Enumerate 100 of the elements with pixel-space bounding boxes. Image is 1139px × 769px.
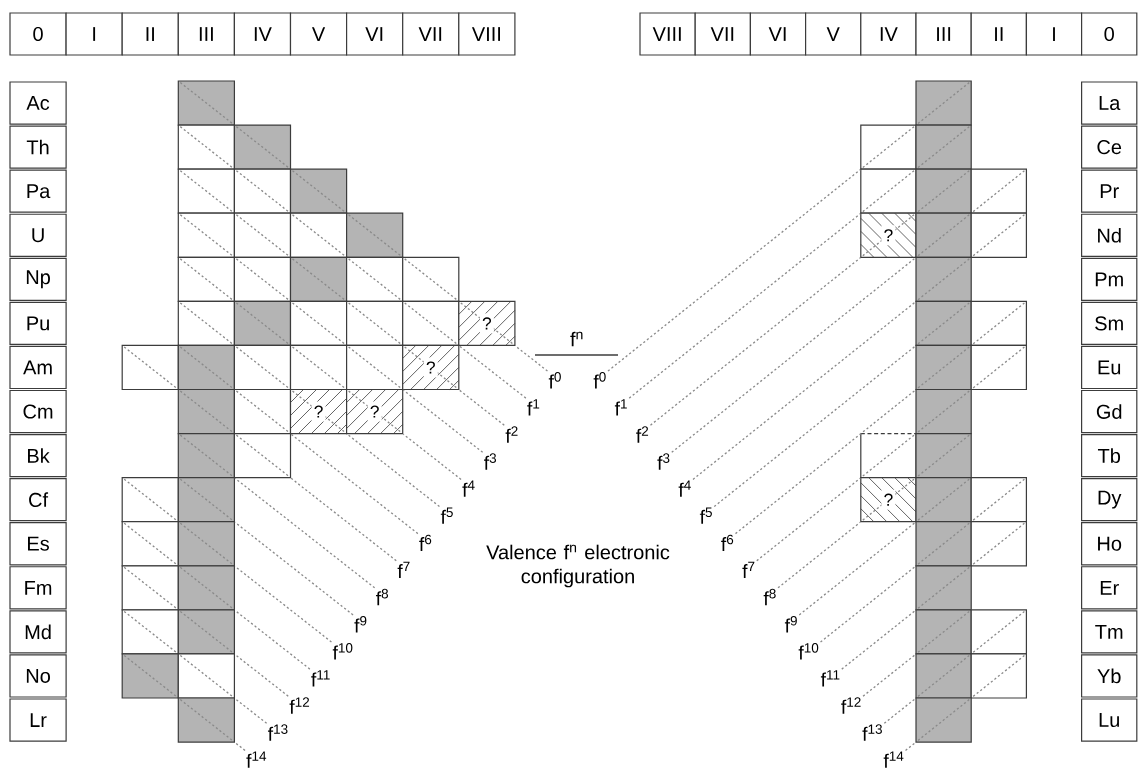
group-header: VIII [639,12,696,56]
dotted-guide-line [290,477,397,562]
shaded-cell [915,124,972,170]
group-header: IV [860,12,917,56]
configuration-label: f$^{6}$ [721,534,734,552]
group-header: III [915,12,972,56]
configuration-label: f$^{2}$ [636,426,649,443]
element-box: Fm [9,566,67,610]
shaded-cell [915,388,972,435]
configuration-label: f$^{11}$ [820,670,840,687]
node-label: ? [370,405,379,418]
shaded-cell [915,609,972,655]
element-box: Sm [1081,301,1138,346]
element-box: Ho [1081,522,1138,566]
shaded-cell [177,477,235,523]
dotted-guide-line [671,257,917,453]
element-box: Pm [1081,257,1138,301]
dotted-guide-line [607,169,861,372]
group-header: I [65,12,123,56]
shaded-cell [289,168,348,214]
configuration-label: f$^{4}$ [678,480,691,497]
shaded-cell [915,212,972,258]
configuration-label: f$^{6}$ [419,534,432,552]
configuration-label: f$^{14}$ [883,751,904,768]
element-box: Bk [9,433,67,478]
shaded-cell [915,80,972,126]
dotted-guide-line [234,742,246,752]
shaded-cell [915,300,972,347]
element-box: Pr [1081,169,1138,213]
shaded-cell [915,477,972,523]
shaded-cell [121,653,179,699]
shaded-cell [915,653,972,699]
group-header: III [177,12,235,56]
configuration-label: f$^{1}$ [527,399,540,416]
dotted-guide-line [883,697,917,724]
element-box: Pa [9,169,67,213]
shaded-cell [177,344,235,391]
group-header: II [970,12,1027,56]
group-header: VI [749,12,807,56]
configuration-label: f$^{8}$ [376,588,389,606]
element-box: Am [9,345,67,390]
configuration-label: f$^{5}$ [440,507,453,524]
dotted-guide-line [234,653,289,697]
configuration-label: f$^{13}$ [267,724,288,741]
configuration-label: f$^{12}$ [289,697,310,714]
element-box: U [9,213,67,257]
element-box: Pu [9,301,67,346]
shaded-cell [915,432,972,479]
element-box: Np [9,257,67,301]
dotted-guide-line [819,565,917,643]
dotted-guide-line [713,345,917,508]
configuration-label: f$^{0}$ [548,372,561,389]
hatched-cell: ? [860,477,917,523]
dotted-guide-line [649,257,861,426]
element-box: Lu [1081,698,1138,742]
dotted-guide-line [234,521,354,616]
hatched-cell: ? [346,388,404,435]
element-box: Gd [1081,389,1138,434]
group-header: I [1025,12,1083,56]
group-header: V [805,12,862,56]
group-header: 0 [1081,12,1138,56]
configuration-label: f$^{7}$ [742,561,755,579]
group-header: VII [694,12,751,56]
configuration-label: f$^{3}$ [484,453,497,470]
configuration-label: f$^{11}$ [311,670,330,687]
dotted-guide-line [904,742,917,752]
configuration-label: f$^{9}$ [784,615,797,633]
configuration-label: f$^{7}$ [397,561,410,579]
element-box: Ce [1081,125,1138,169]
configuration-label: f$^{0}$ [593,372,606,389]
dotted-guide-line [734,389,917,535]
configuration-label: f$^{1}$ [614,399,627,416]
shaded-cell [233,124,292,170]
shaded-cell [915,697,972,743]
shaded-cell [915,168,972,214]
dotted-guide-line [346,433,441,508]
dotted-guide-line [458,389,505,426]
element-box: Tb [1081,433,1138,478]
shaded-cell [915,521,972,567]
configuration-label: f$^{9}$ [354,615,367,633]
dashed-cell [860,432,917,479]
shaded-cell [177,521,235,567]
dotted-guide-line [777,521,861,589]
shaded-cell [177,697,235,743]
configuration-label: f$^{8}$ [763,588,776,606]
group-header: VIII [458,12,516,56]
configuration-label: f$^{12}$ [841,697,861,714]
shaded-cell [346,212,404,258]
shaded-cell [915,565,972,611]
element-box: No [9,654,67,698]
hatched-cell: ? [289,388,348,435]
dotted-guide-line [234,609,311,670]
element-box: Dy [1081,478,1138,522]
shaded-cell [177,80,235,126]
group-header: V [289,12,348,56]
dotted-guide-line [841,609,917,670]
group-header: VII [402,12,460,56]
element-box: Cf [9,478,67,522]
shaded-cell [177,388,235,435]
caption-text: Valence f$^{n}$ electronic configuration [486,544,670,588]
